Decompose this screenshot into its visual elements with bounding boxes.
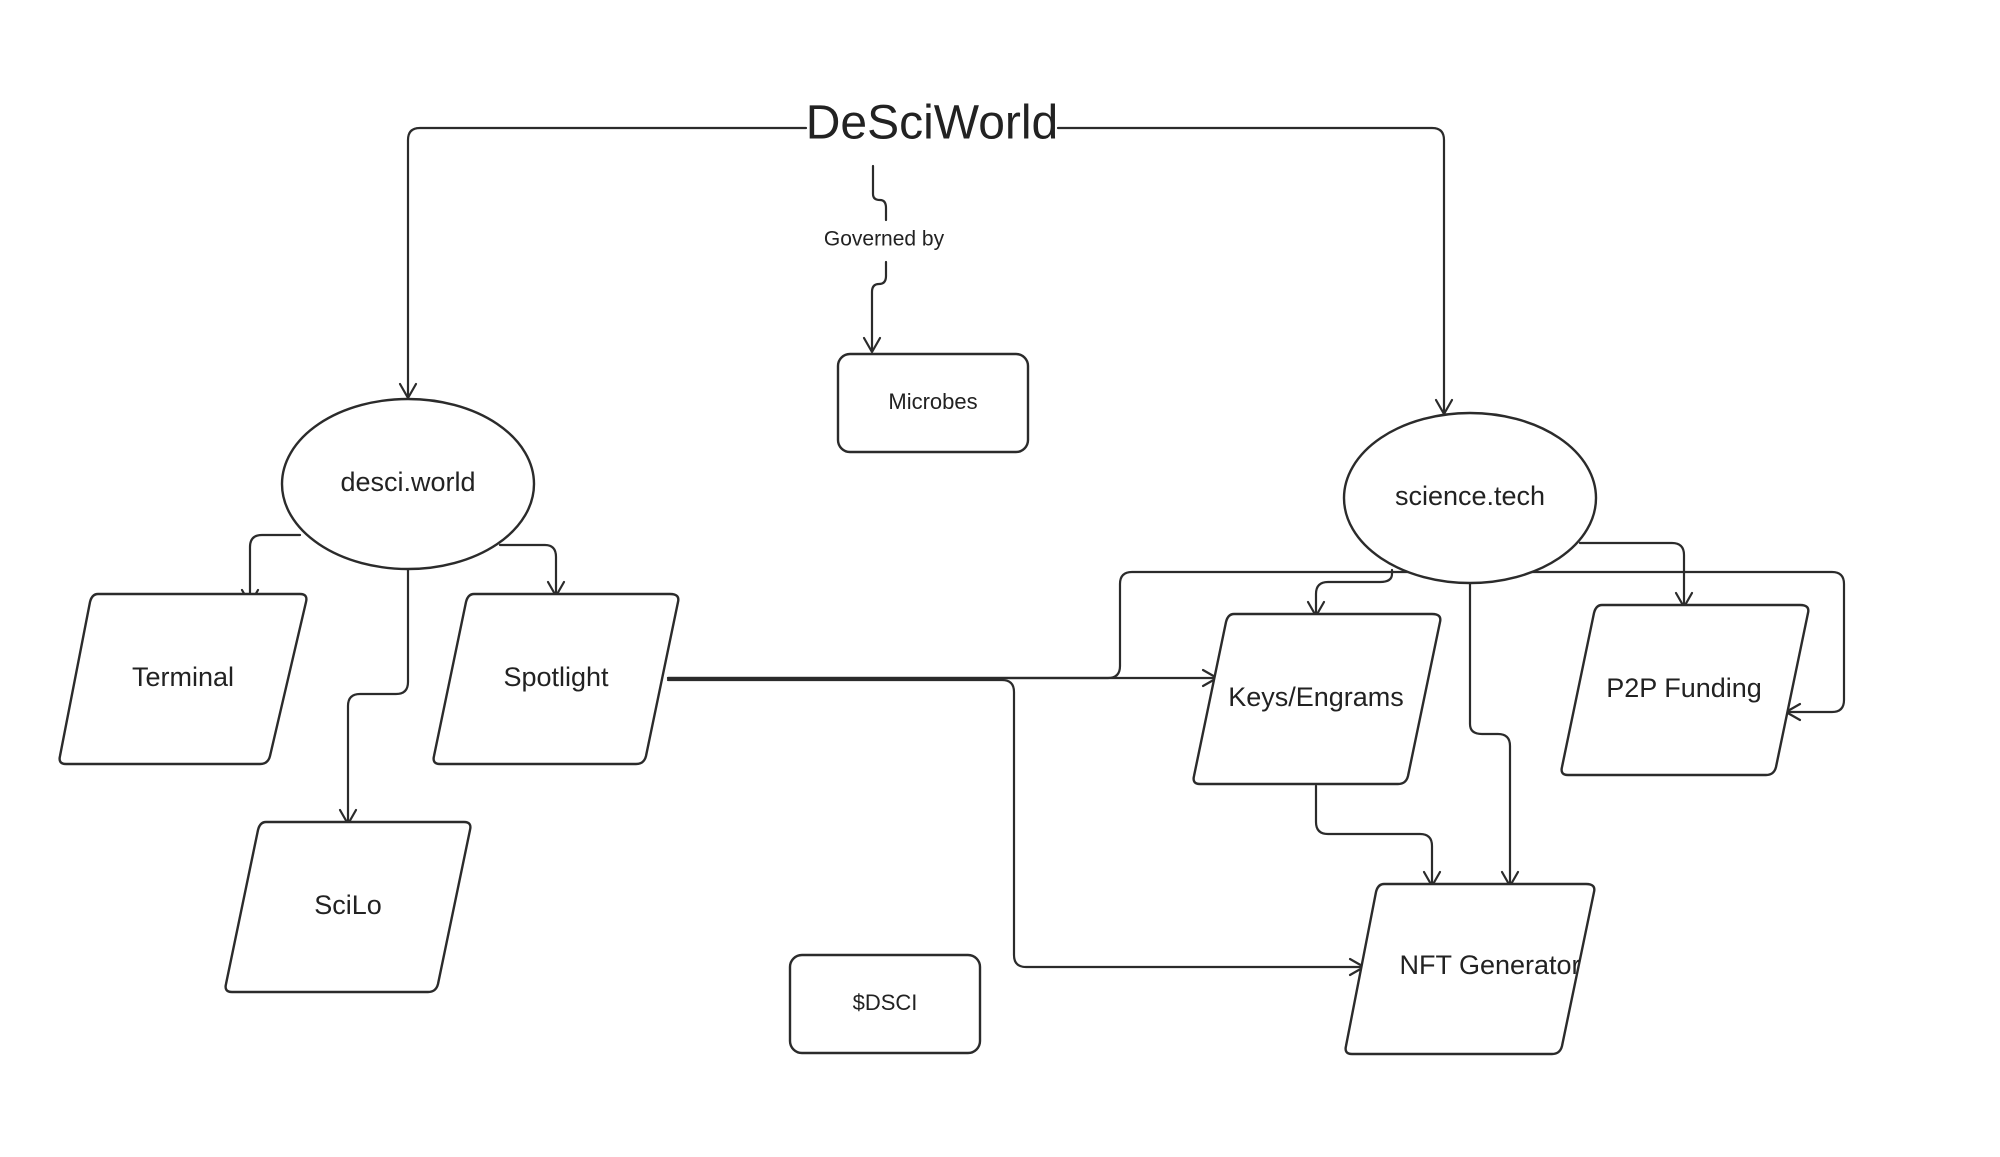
edge-governed-by-bottom: [870, 260, 888, 352]
node-terminal[interactable]: Terminal: [58, 592, 308, 766]
node-scilo[interactable]: SciLo: [224, 820, 472, 994]
node-nft-generator-label: NFT Generator: [1399, 950, 1580, 980]
edge-governed-by-top: [871, 164, 888, 222]
edge-title-to-science-tech: [1056, 126, 1446, 414]
node-microbes-label: Microbes: [888, 389, 977, 414]
edge-desci-to-scilo: [346, 568, 410, 824]
edge-science-to-keys: [1314, 568, 1394, 616]
edge-desci-to-spotlight: [498, 543, 558, 596]
edge-title-to-desci-world: [406, 126, 808, 397]
node-spotlight[interactable]: Spotlight: [432, 592, 680, 766]
edge-keys-to-nft: [1314, 784, 1434, 886]
node-dsci[interactable]: $DSCI: [788, 953, 982, 1055]
edge-label-governed-by: Governed by: [824, 228, 945, 251]
edge-desci-to-terminal: [248, 533, 302, 604]
node-microbes[interactable]: Microbes: [836, 352, 1030, 454]
node-science-tech[interactable]: science.tech: [1342, 411, 1598, 585]
node-desci-world-label: desci.world: [340, 467, 475, 497]
arrowhead-microbes: [862, 336, 882, 354]
node-science-tech-label: science.tech: [1395, 481, 1545, 511]
node-terminal-label: Terminal: [132, 662, 234, 692]
node-p2p-funding-label: P2P Funding: [1606, 673, 1762, 703]
node-scilo-label: SciLo: [314, 890, 382, 920]
node-dsci-label: $DSCI: [853, 990, 918, 1015]
node-nft-generator[interactable]: NFT Generator: [1344, 882, 1596, 1056]
node-desci-world[interactable]: desci.world: [280, 397, 536, 571]
diagram-title: DeSciWorld: [806, 97, 1059, 150]
node-p2p-funding[interactable]: P2P Funding: [1560, 603, 1810, 777]
node-spotlight-label: Spotlight: [503, 662, 609, 692]
edge-spotlight-to-nft: [666, 678, 1364, 969]
edge-science-to-p2p: [1578, 541, 1686, 607]
node-keys-engrams-label: Keys/Engrams: [1228, 682, 1404, 712]
node-keys-engrams[interactable]: Keys/Engrams: [1192, 612, 1442, 786]
edge-science-to-nft: [1468, 580, 1512, 886]
